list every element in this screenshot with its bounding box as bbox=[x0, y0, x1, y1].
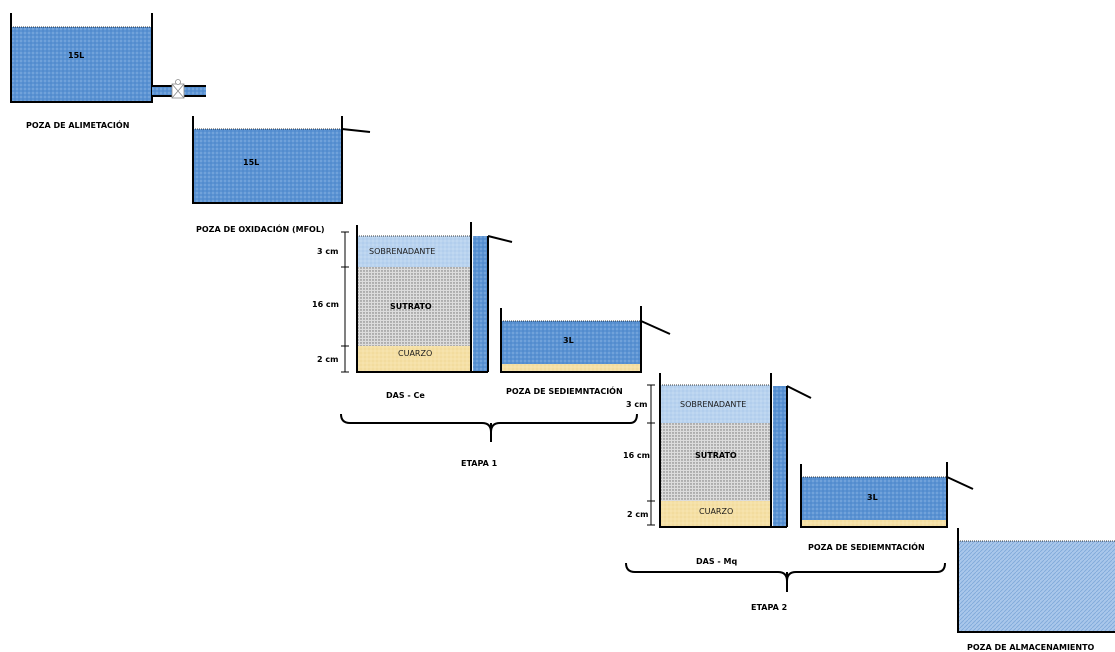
das-mq-riser bbox=[773, 386, 786, 527]
sed2-outlet bbox=[946, 476, 974, 490]
das-mq-quartz bbox=[660, 501, 771, 526]
das-mq-label: DAS - Mq bbox=[696, 557, 737, 566]
oxidation-tank-label: POZA DE OXIDACIÓN (MFOL) bbox=[196, 223, 325, 234]
sed2-volume-label: 3L bbox=[867, 493, 878, 502]
feed-volume-label: 15L bbox=[68, 51, 84, 60]
valve-icon[interactable] bbox=[171, 79, 185, 99]
das-ce-substrate bbox=[357, 267, 471, 346]
sed2-water bbox=[801, 477, 947, 520]
das-mq-supernatant bbox=[660, 385, 771, 423]
das-ce-quartz bbox=[357, 346, 471, 371]
das-ce-filter: SOBRENADANTE SUTRATO CUARZO bbox=[356, 222, 513, 373]
das-ce-dimensions: 3 cm 16 cm 2 cm bbox=[312, 231, 349, 373]
stage-1-label: ETAPA 1 bbox=[461, 459, 498, 468]
das-mq-wall bbox=[659, 373, 772, 528]
sed1-outlet bbox=[640, 320, 671, 335]
das-mq-quartz-label: CUARZO bbox=[699, 507, 733, 516]
sed2-tank-label: POZA DE SEDIEMNTACIÓN bbox=[808, 541, 925, 552]
oxidation-tank: 15L bbox=[192, 116, 371, 204]
das-mq-outlet bbox=[786, 385, 812, 399]
das-ce-supernatant bbox=[357, 236, 471, 267]
sed1-sediment bbox=[501, 364, 641, 371]
das-ce-dim-middle: 16 cm bbox=[312, 300, 339, 309]
das-ce-label: DAS - Ce bbox=[386, 391, 425, 400]
das-mq-substrate bbox=[660, 423, 771, 501]
oxidation-water bbox=[193, 129, 342, 202]
das-mq-dimensions: 3 cm 16 cm 2 cm bbox=[623, 384, 655, 526]
feed-outlet-pipe bbox=[152, 79, 206, 99]
das-mq-dim-middle: 16 cm bbox=[623, 451, 650, 460]
das-ce-riser bbox=[473, 236, 487, 372]
sed2-sediment bbox=[801, 520, 947, 526]
das-ce-dim-bottom: 2 cm bbox=[317, 355, 338, 364]
stage-2-label: ETAPA 2 bbox=[751, 603, 787, 612]
das-ce-wall bbox=[356, 222, 472, 373]
das-mq-dim-bottom: 2 cm bbox=[627, 510, 648, 519]
oxidation-outlet bbox=[341, 128, 371, 133]
oxidation-tank-wall bbox=[192, 116, 343, 204]
sedimentation-tank-2: 3L bbox=[800, 462, 974, 528]
das-ce-substrate-label: SUTRATO bbox=[390, 302, 432, 311]
sed2-wall bbox=[800, 462, 948, 528]
sed1-volume-label: 3L bbox=[563, 336, 574, 345]
das-ce-supernatant-label: SOBRENADANTE bbox=[369, 247, 435, 256]
sedimentation-tank-1: 3L bbox=[500, 306, 671, 373]
oxidation-volume-label: 15L bbox=[243, 158, 259, 167]
sed1-tank-label: POZA DE SEDIEMNTACIÓN bbox=[506, 385, 623, 396]
storage-fill bbox=[958, 541, 1115, 632]
sed1-wall bbox=[500, 306, 642, 373]
stage-1-brace bbox=[340, 413, 638, 442]
storage-tank bbox=[957, 528, 1115, 633]
das-mq-filter: SOBRENADANTE SUTRATO CUARZO bbox=[659, 373, 812, 528]
stage-2-brace bbox=[625, 562, 946, 592]
feed-water bbox=[11, 27, 152, 101]
das-mq-supernatant-label: SOBRENADANTE bbox=[680, 400, 746, 409]
feed-tank-label: POZA DE ALIMETACIÓN bbox=[26, 119, 129, 130]
storage-tank-label: POZA DE ALMACENAMIENTO bbox=[967, 643, 1095, 652]
feed-tank: 15L bbox=[10, 13, 153, 103]
sed1-water bbox=[501, 321, 641, 364]
das-mq-substrate-label: SUTRATO bbox=[695, 451, 737, 460]
feed-tank-wall bbox=[10, 13, 153, 103]
storage-tank-wall bbox=[957, 528, 1115, 633]
das-mq-dim-top: 3 cm bbox=[626, 400, 647, 409]
das-ce-quartz-label: CUARZO bbox=[398, 349, 432, 358]
das-ce-outlet bbox=[487, 235, 513, 243]
das-ce-dim-top: 3 cm bbox=[317, 247, 338, 256]
